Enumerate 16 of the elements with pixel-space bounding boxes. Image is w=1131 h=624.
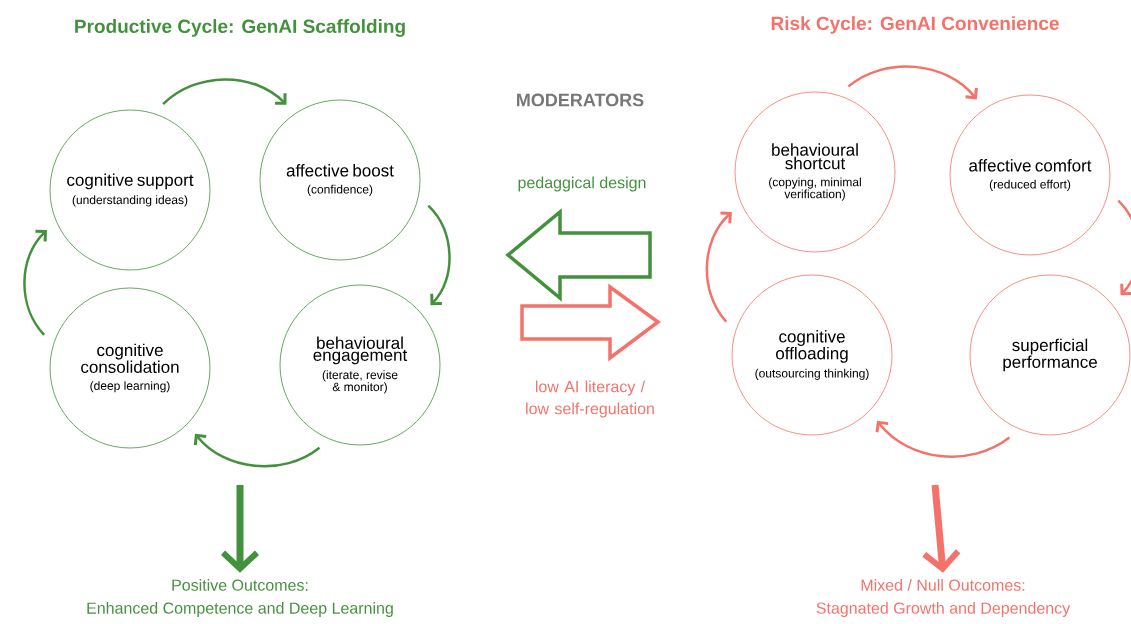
arrow xyxy=(875,420,1011,458)
heading: Productive Cycle: GenAI Scaffolding xyxy=(75,19,405,37)
arrow xyxy=(847,65,978,100)
arrow xyxy=(1117,199,1131,296)
arrow xyxy=(427,204,451,306)
outcome-text: Positive Outcomes: Enhanced Competence and Deep Learning xyxy=(87,579,393,617)
heading: Risk Cycle: GenAI Convenience xyxy=(771,16,1059,34)
arrow xyxy=(23,229,47,336)
arrow xyxy=(193,433,321,468)
outcome-text: Mixed / Null Outcomes: Stagnated Growth and Dependency xyxy=(816,579,1071,617)
arrow xyxy=(705,211,732,323)
arrow xyxy=(162,78,287,106)
arrow xyxy=(922,484,961,573)
moderator-label: pedaggical design xyxy=(518,176,646,192)
moderator-label: low AI literacy / low self-regulation xyxy=(526,380,654,418)
heading: MODERATORS xyxy=(517,93,644,107)
